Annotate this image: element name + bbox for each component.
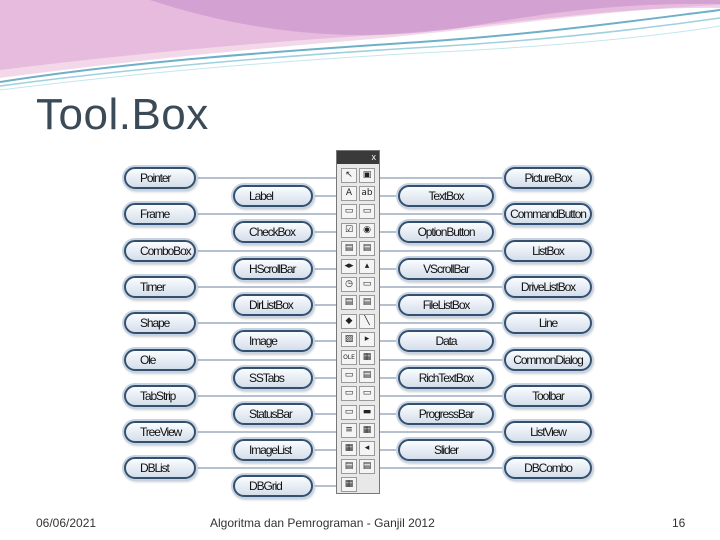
footer-course: Algoritma dan Pemrograman - Ganjil 2012 <box>210 516 435 530</box>
label-treeview: TreeView <box>124 421 196 443</box>
dblist-icon[interactable]: ▤ <box>341 459 357 475</box>
label-sstabs: SSTabs <box>233 367 313 389</box>
label-data: Data <box>398 330 494 352</box>
label-dbcombo: DBCombo <box>504 457 592 479</box>
treeview-icon[interactable]: ≡ <box>341 422 357 438</box>
page-number: 16 <box>672 516 686 530</box>
label-richtextbox: RichTextBox <box>398 367 494 389</box>
data-icon[interactable]: ▸ <box>359 331 375 347</box>
dbgrid-icon[interactable]: ▦ <box>341 477 357 493</box>
label-imagelist: ImageList <box>233 439 313 461</box>
image-icon[interactable]: ▨ <box>341 331 357 347</box>
toolbox-close-icon[interactable]: x <box>371 152 377 162</box>
frame-icon[interactable]: ▭ <box>341 204 357 220</box>
label-dbgrid: DBGrid <box>233 475 313 497</box>
sstab-icon[interactable]: ▭ <box>341 368 357 384</box>
vscrollbar-icon[interactable]: ▴ <box>359 259 375 274</box>
label-drivelistbox: DriveListBox <box>504 276 592 298</box>
toolbar-icon[interactable]: ▭ <box>359 386 375 402</box>
label-textbox: TextBox <box>398 185 494 207</box>
textbox-icon[interactable]: ab <box>359 186 375 202</box>
pointer-icon[interactable]: ↖ <box>341 168 357 183</box>
label-toolbar: Toolbar <box>504 385 592 407</box>
label-pointer: Pointer <box>124 167 196 189</box>
listview-icon[interactable]: ▦ <box>359 422 375 438</box>
label-hscrollbar: HScrollBar <box>233 258 313 280</box>
slide-title: Tool.Box <box>36 90 209 139</box>
commandbutton-icon[interactable]: ▭ <box>359 204 375 220</box>
filelistbox-icon[interactable]: ▤ <box>359 295 375 311</box>
tabstrip-icon[interactable]: ▭ <box>341 386 357 402</box>
label-dblist: DBList <box>124 457 196 479</box>
label-shape: Shape <box>124 312 196 334</box>
commondialog-icon[interactable]: ▦ <box>359 350 375 365</box>
richtextbox-icon[interactable]: ▤ <box>359 368 375 384</box>
header-wave-decoration <box>0 0 720 91</box>
label-tabstrip: TabStrip <box>124 385 196 407</box>
footer-date: 06/06/2021 <box>36 516 97 530</box>
timer-icon[interactable]: ◷ <box>341 277 357 293</box>
shape-icon[interactable]: ◆ <box>341 313 357 329</box>
optionbutton-icon[interactable]: ◉ <box>359 222 375 238</box>
label-slider: Slider <box>398 439 494 461</box>
imagelist-icon[interactable]: ▦ <box>341 441 357 456</box>
progressbar-icon[interactable]: ▬ <box>359 404 375 420</box>
label-progressbar: ProgressBar <box>398 403 494 425</box>
label-picturebox: PictureBox <box>504 167 592 189</box>
label-dirlistbox: DirListBox <box>233 294 313 316</box>
label-combobox: ComboBox <box>124 240 196 262</box>
label-checkbox: CheckBox <box>233 221 313 243</box>
label-ole: Ole <box>124 349 196 371</box>
label-line: Line <box>504 312 592 334</box>
dbcombo-icon[interactable]: ▤ <box>359 459 375 475</box>
line-icon[interactable]: ╲ <box>359 313 375 329</box>
label-icon[interactable]: A <box>341 186 357 202</box>
toolbox-titlebar: x <box>337 151 379 164</box>
label-listview: ListView <box>504 421 592 443</box>
label-vscrollbar: VScrollBar <box>398 258 494 280</box>
label-commondialog: CommonDialog <box>504 349 592 371</box>
label-filelistbox: FileListBox <box>398 294 494 316</box>
ole-icon[interactable]: OLE <box>341 350 357 365</box>
label-optionbutton: OptionButton <box>398 221 494 243</box>
label-label: Label <box>233 185 313 207</box>
drivelistbox-icon[interactable]: ▭ <box>359 277 375 293</box>
label-frame: Frame <box>124 203 196 225</box>
label-timer: Timer <box>124 276 196 298</box>
checkbox-icon[interactable]: ☑ <box>341 222 357 238</box>
hscrollbar-icon[interactable]: ◂▸ <box>341 259 357 274</box>
dirlistbox-icon[interactable]: ▤ <box>341 295 357 311</box>
label-image: Image <box>233 330 313 352</box>
listbox-icon[interactable]: ▤ <box>359 240 375 256</box>
label-statusbar: StatusBar <box>233 403 313 425</box>
label-listbox: ListBox <box>504 240 592 262</box>
slider-icon[interactable]: ◂ <box>359 441 375 456</box>
combobox-icon[interactable]: ▤ <box>341 240 357 256</box>
picturebox-icon[interactable]: ▣ <box>359 168 375 183</box>
label-commandbutton: CommandButton <box>504 203 592 225</box>
statusbar-icon[interactable]: ▭ <box>341 404 357 420</box>
